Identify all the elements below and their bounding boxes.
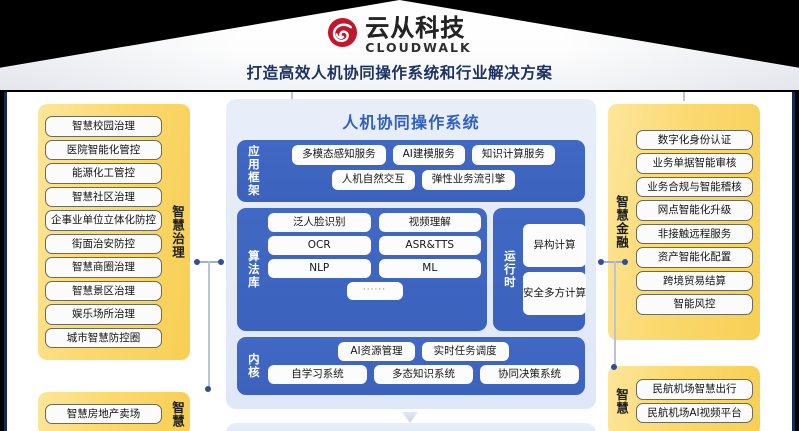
- list-item[interactable]: 数字化身份认证: [636, 129, 753, 150]
- roof-header: 云从科技 CLOUDWALK 打造高效人机协同操作系统和行业解决方案: [0, 0, 799, 90]
- chip-item[interactable]: 人机自然交互: [331, 170, 415, 190]
- chip-item[interactable]: 多态知识系统: [374, 365, 473, 384]
- list-item[interactable]: 民航机场智慧出行: [636, 379, 753, 400]
- connector-vertical-left: [208, 261, 210, 389]
- list-item[interactable]: 街面治安防控: [45, 233, 162, 254]
- right-wall-border: [792, 92, 795, 431]
- algorithm-runtime-row: 算法库 泛人脸识别 视频理解 OCR ASR&TTS NLP ML: [237, 208, 586, 331]
- right-panel-aviation-items: 民航机场智慧出行 民航机场AI视频平台: [634, 366, 760, 431]
- right-panel-finance-label: 智慧金融: [614, 195, 629, 249]
- right-panel-smart-aviation[interactable]: 民航机场智慧出行 民航机场AI视频平台 智慧: [608, 366, 760, 431]
- connector-right: [598, 258, 628, 265]
- chip-item[interactable]: 弹性业务流引擎: [421, 170, 516, 190]
- right-panel-aviation-label: 智慧: [614, 387, 629, 415]
- algorithm-library-box[interactable]: 算法库 泛人脸识别 视频理解 OCR ASR&TTS NLP ML: [237, 208, 487, 331]
- connector-dot-icon: [218, 258, 224, 265]
- chip-item[interactable]: 自学习系统: [268, 365, 367, 384]
- next-section-panel: [226, 423, 596, 431]
- right-panel-smart-finance[interactable]: 数字化身份认证 业务单据智能审核 业务合规与智能稽核 网点智能化升级 非接触远程…: [608, 104, 760, 340]
- cloudwalk-swirl-icon: [328, 17, 358, 48]
- algorithm-library-label: 算法库: [246, 250, 261, 289]
- algorithm-library-items: 泛人脸识别 视频理解 OCR ASR&TTS NLP ML ······: [264, 213, 481, 326]
- brand-name-cn: 云从科技: [365, 14, 466, 42]
- right-panel-finance-items: 数字化身份认证 业务单据智能审核 业务合规与智能稽核 网点智能化升级 非接触远程…: [634, 104, 760, 340]
- left-panel-realestate-items: 智慧房地产卖场: [38, 392, 164, 431]
- chip-item[interactable]: ML: [378, 259, 481, 278]
- list-item[interactable]: 能源化工管控: [45, 163, 162, 184]
- chip-item[interactable]: 视频理解: [378, 213, 481, 232]
- chip-item[interactable]: 协同决策系统: [480, 365, 579, 384]
- roof-subtitle: 打造高效人机协同操作系统和行业解决方案: [246, 64, 553, 82]
- chip-item[interactable]: ASR&TTS: [378, 236, 481, 255]
- chip-item-more[interactable]: ······: [346, 282, 403, 300]
- list-item[interactable]: 智慧校园治理: [45, 116, 162, 137]
- chip-item[interactable]: AI资源管理: [338, 342, 415, 361]
- runtime-label: 运行时: [502, 250, 517, 289]
- connector-vertical-top-right: [683, 92, 685, 101]
- kernel-row-2: 自学习系统 多态知识系统 协同决策系统: [268, 365, 579, 384]
- list-item[interactable]: 业务合规与智能稽核: [636, 176, 753, 197]
- left-wall-border: [4, 92, 7, 431]
- list-item[interactable]: 城市智慧防控圈: [45, 327, 162, 348]
- list-item[interactable]: 智能风控: [636, 294, 753, 315]
- application-framework-box[interactable]: 应用框架 多模态感知服务 AI建模服务 知识计算服务 人机自然交互 弹性业务流引…: [237, 140, 585, 202]
- left-panel-governance-items: 智慧校园治理 医院智能化管控 能源化工管控 智慧社区治理 企事业单位立体化防控 …: [38, 104, 164, 360]
- kernel-items: AI资源管理 实时任务调度 自学习系统 多态知识系统 协同决策系统: [264, 342, 579, 390]
- chip-item[interactable]: 多模态感知服务: [292, 145, 386, 165]
- list-item[interactable]: 娱乐场所治理: [45, 304, 162, 325]
- center-panel-title: 人机协同操作系统: [342, 113, 480, 132]
- chip-item[interactable]: NLP: [268, 259, 371, 278]
- kernel-label: 内核: [246, 353, 261, 379]
- chip-item[interactable]: OCR: [268, 236, 371, 255]
- application-framework-row-1: 多模态感知服务 AI建模服务 知识计算服务: [268, 145, 579, 165]
- algorithm-row-3: NLP ML: [268, 259, 481, 278]
- connector-dot-icon: [194, 258, 200, 265]
- algorithm-row-1: 泛人脸识别 视频理解: [268, 213, 481, 232]
- connector-dot-icon: [205, 386, 211, 392]
- left-panel-smart-governance[interactable]: 智慧校园治理 医院智能化管控 能源化工管控 智慧社区治理 企事业单位立体化防控 …: [38, 104, 190, 360]
- chip-item[interactable]: 泛人脸识别: [268, 213, 371, 232]
- brand-name-en: CLOUDWALK: [365, 40, 472, 55]
- connector-dot-icon: [622, 258, 628, 265]
- connector-dot-icon: [598, 258, 604, 265]
- list-item[interactable]: 智慧景区治理: [45, 280, 162, 301]
- runtime-items: 异构计算 安全多方计算: [520, 213, 586, 326]
- kernel-row-1: AI资源管理 实时任务调度: [268, 342, 579, 361]
- connector-dot-icon: [611, 364, 617, 370]
- application-framework-label: 应用框架: [246, 145, 261, 197]
- list-item[interactable]: 非接触远程服务: [636, 223, 753, 244]
- left-panel-governance-label: 智慧治理: [170, 205, 185, 259]
- left-panel-realestate-label: 智慧: [170, 400, 185, 428]
- chip-item[interactable]: 安全多方计算: [523, 272, 586, 315]
- chip-item[interactable]: 异构计算: [523, 224, 586, 267]
- left-panel-smart-realestate[interactable]: 智慧房地产卖场 智慧: [38, 392, 190, 431]
- application-framework-items: 多模态感知服务 AI建模服务 知识计算服务 人机自然交互 弹性业务流引擎: [264, 145, 579, 197]
- algorithm-row-more: ······: [268, 282, 481, 300]
- algorithm-row-2: OCR ASR&TTS: [268, 236, 481, 255]
- center-os-panel: 人机协同操作系统 应用框架 多模态感知服务 AI建模服务 知识计算服务 人机自然…: [226, 99, 596, 409]
- list-item[interactable]: 企事业单位立体化防控: [45, 210, 162, 231]
- list-item[interactable]: 智慧商圈治理: [45, 257, 162, 278]
- chip-item[interactable]: AI建模服务: [392, 145, 465, 165]
- chip-item[interactable]: 实时任务调度: [421, 342, 509, 361]
- list-item[interactable]: 网点智能化升级: [636, 200, 753, 221]
- connector-line: [604, 260, 622, 263]
- kernel-box[interactable]: 内核 AI资源管理 实时任务调度 自学习系统 多态知识系统 协同决策系统: [237, 337, 585, 395]
- list-item[interactable]: 智慧社区治理: [45, 186, 162, 207]
- runtime-box[interactable]: 运行时 异构计算 安全多方计算: [493, 208, 586, 331]
- brand-logo: 云从科技 CLOUDWALK: [0, 16, 799, 55]
- list-item[interactable]: 智慧房地产卖场: [45, 403, 162, 425]
- connector-vertical-right: [614, 261, 616, 369]
- list-item[interactable]: 资产智能化配置: [636, 247, 753, 268]
- list-item[interactable]: 业务单据智能审核: [636, 153, 753, 174]
- list-item[interactable]: 民航机场AI视频平台: [636, 402, 753, 423]
- list-item[interactable]: 跨境贸易结算: [636, 270, 753, 291]
- connector-vertical-top: [291, 92, 293, 101]
- down-arrow-icon: [402, 412, 418, 423]
- list-item[interactable]: 医院智能化管控: [45, 139, 162, 160]
- chip-item[interactable]: 知识计算服务: [471, 145, 555, 165]
- application-framework-row-2: 人机自然交互 弹性业务流引擎: [268, 170, 579, 190]
